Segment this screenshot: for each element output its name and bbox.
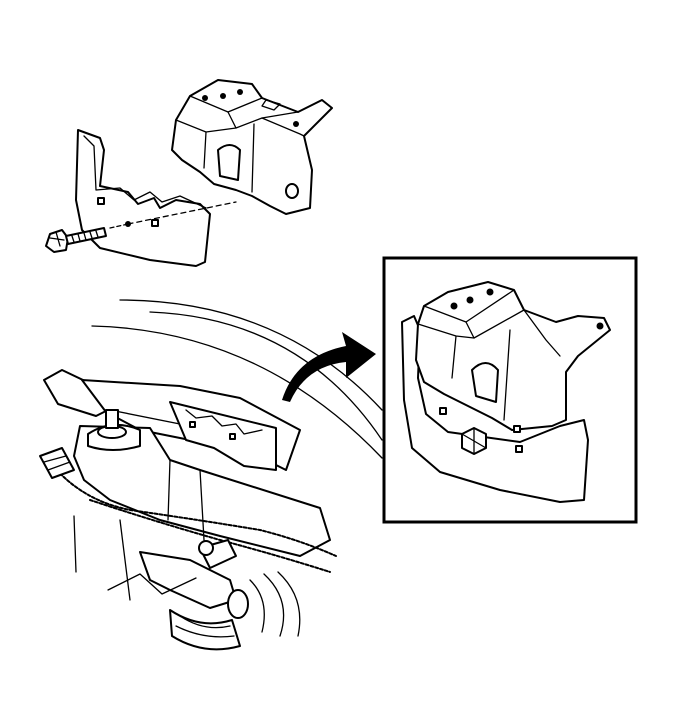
mounting-bracket (171, 79, 333, 215)
heat-shield (75, 129, 211, 267)
bolt (45, 227, 107, 253)
exploded-view (45, 79, 333, 267)
detail-view (382, 256, 638, 524)
installed-bolt (461, 427, 487, 455)
shield-slot-left (97, 197, 105, 205)
shield-slot-right (151, 219, 159, 227)
alignment-line (127, 201, 237, 225)
callout-arrow (282, 332, 376, 402)
engine-compartment (39, 299, 383, 651)
